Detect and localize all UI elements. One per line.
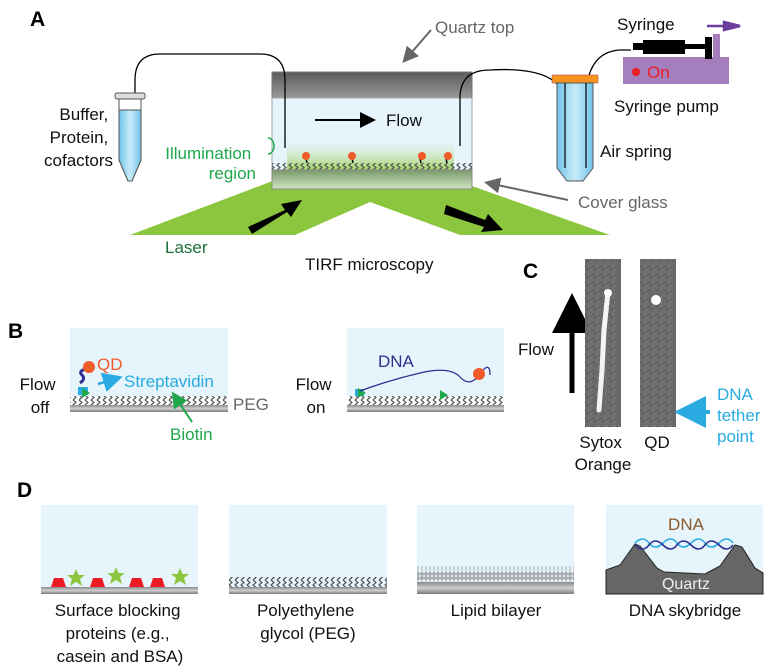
- quartz-top-label: Quartz top: [435, 18, 514, 37]
- caption-lipid-bilayer: Lipid bilayer: [451, 601, 542, 620]
- status-dot-icon: [632, 68, 640, 76]
- streptavidin-arrow-icon: [97, 372, 123, 392]
- cover-glass-arrow-icon: [484, 177, 569, 201]
- reservoir-tube-icon: [114, 92, 146, 182]
- dna-skybridge-surface: [605, 505, 764, 595]
- cover-glass: [271, 169, 473, 190]
- outlet-tubing: [459, 68, 566, 168]
- caption-peg: Polyethylene glycol (PEG): [257, 601, 359, 643]
- inlet-tubing: [134, 53, 286, 148]
- biotin-arrow-icon: [171, 391, 193, 423]
- panel-label-a: A: [30, 8, 45, 31]
- dna-strand: [359, 366, 491, 392]
- flow-chamber: Flow: [271, 71, 473, 190]
- syringe-pump-icon: [623, 34, 729, 84]
- air-spring-tube-icon: [551, 74, 599, 182]
- flow-on-schematic: [347, 328, 504, 412]
- lipid-bilayer-surface: [417, 505, 574, 594]
- panel-label-b: B: [8, 320, 23, 343]
- syringe-label: Syringe: [617, 15, 675, 34]
- sytox-label: Sytox Orange: [575, 433, 632, 474]
- illumination-bracket: [267, 137, 275, 155]
- blocking-proteins-surface: [41, 505, 198, 594]
- streptavidin-label: Streptavidin: [124, 372, 214, 391]
- qd-marker: [83, 361, 95, 373]
- quartz-top-arrow-icon: [402, 29, 432, 64]
- tethered-qd-dna: [302, 152, 452, 164]
- c-flow-label: Flow: [518, 340, 555, 359]
- illumination-label: Illumination region: [165, 144, 256, 183]
- tirf-label: TIRF microscopy: [305, 255, 434, 274]
- laser-in-arrow-icon: [248, 200, 302, 234]
- flow-on-label: Flow on: [296, 375, 337, 417]
- syringe-pump-label: Syringe pump: [614, 97, 719, 116]
- flow-off-schematic: [70, 328, 228, 423]
- panel-label-c: C: [523, 260, 538, 283]
- panel-label-d: D: [17, 479, 32, 502]
- cover-glass-label: Cover glass: [578, 193, 668, 212]
- caption-blocking-proteins: Surface blocking proteins (e.g., casein …: [55, 601, 185, 666]
- sytox-image: [585, 259, 621, 427]
- qd-label: QD: [97, 355, 123, 374]
- laser-label: Laser: [165, 238, 208, 257]
- tether-label: DNA tether point: [717, 385, 765, 446]
- qd-image: [640, 259, 676, 427]
- skybridge-dna-label: DNA: [668, 515, 705, 534]
- pump-status-label: On: [647, 63, 670, 82]
- peg-label: PEG: [233, 395, 269, 414]
- peg-surface: [229, 505, 387, 594]
- peg-layer: [272, 163, 472, 170]
- dna-label: DNA: [378, 352, 415, 371]
- quartz-top: [271, 71, 473, 99]
- flow-off-label: Flow off: [20, 375, 61, 417]
- biotin-marker: [82, 388, 90, 398]
- biotin-label: Biotin: [170, 425, 213, 444]
- flow-label: Flow: [386, 111, 423, 130]
- qd-image-label: QD: [644, 433, 670, 452]
- reservoir-label: Buffer, Protein, cofactors: [44, 105, 113, 170]
- air-spring-label: Air spring: [600, 142, 672, 161]
- skybridge-quartz-label: Quartz: [662, 576, 710, 593]
- withdraw-arrow-icon: [707, 20, 741, 32]
- caption-dna-skybridge: DNA skybridge: [629, 601, 741, 620]
- laser-out-arrow-icon: [444, 205, 503, 232]
